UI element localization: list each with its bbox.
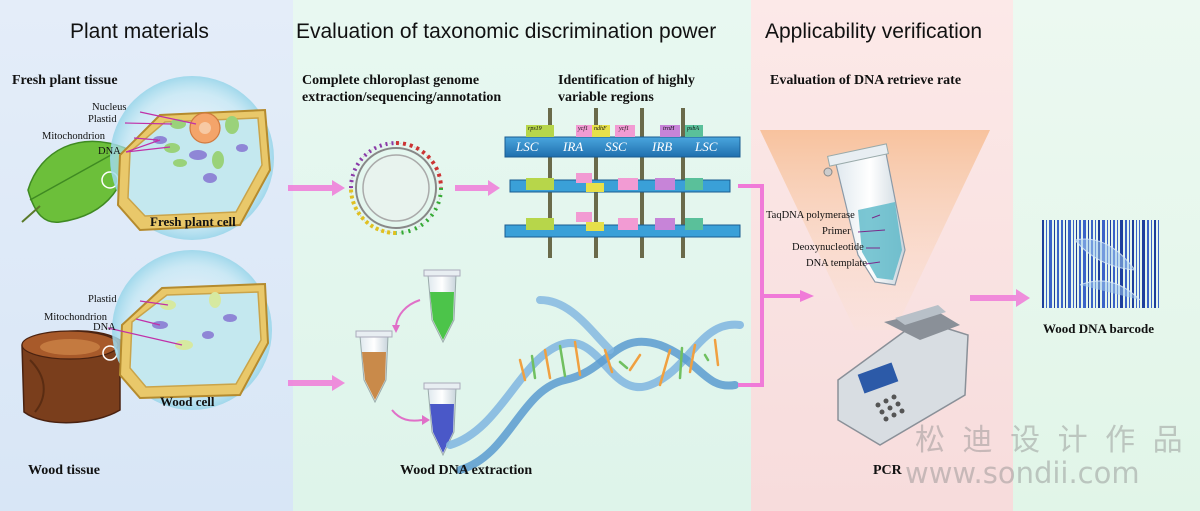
- barcode-stripe: [1046, 220, 1047, 308]
- barcode-stripe: [1061, 220, 1063, 308]
- chloroplast-title-line2: extraction/sequencing/annotation: [302, 90, 502, 105]
- label-mitochondrion: Mitochondrion: [42, 131, 105, 142]
- barcode-plant-overlay: [1074, 238, 1141, 301]
- arrow-to-extraction: [288, 375, 345, 391]
- reagent-dna-template: DNA template: [806, 258, 867, 269]
- barcode-stripe: [1049, 220, 1052, 308]
- section-title-plant-materials: Plant materials: [70, 20, 209, 43]
- leaf-image: [21, 140, 127, 223]
- barcode-stripe: [1065, 220, 1066, 308]
- watermark-url: www.sondii.com: [905, 456, 1140, 490]
- dna-helix-image: [446, 296, 744, 474]
- arrow-to-regions: [455, 180, 500, 196]
- retrieve-title: Evaluation of DNA retrieve rate: [770, 73, 962, 88]
- arrow-to-barcode: [970, 289, 1030, 307]
- wood-image: [21, 330, 121, 424]
- variable-title-line1: Identification of highly: [558, 73, 695, 88]
- fresh-cell-label: Fresh plant cell: [150, 214, 236, 229]
- variable-regions-figure: [504, 108, 741, 258]
- fresh-label-lines: [124, 111, 197, 153]
- label-dna: DNA: [98, 146, 121, 157]
- region-ssc: SSC: [605, 139, 627, 154]
- section-title-applicability: Applicability verification: [765, 20, 983, 43]
- region-lsc-1: LSC: [516, 139, 539, 154]
- barcode-stripe: [1154, 220, 1156, 308]
- barcode-stripe: [1132, 220, 1134, 308]
- tube-green: [423, 269, 461, 344]
- barcode-stripe: [1142, 220, 1145, 308]
- barcode-stripe: [1083, 220, 1086, 308]
- barcode-stripe: [1091, 220, 1093, 308]
- reagent-deoxynucleotide: Deoxynucleotide: [792, 242, 864, 253]
- section-title-evaluation: Evaluation of taxonomic discrimination p…: [296, 20, 717, 43]
- variable-title-line2: variable regions: [558, 90, 654, 105]
- barcode-label: Wood DNA barcode: [1043, 321, 1154, 336]
- wood-cell-label: Wood cell: [160, 394, 215, 409]
- bracket-arrow: [738, 184, 800, 387]
- reagent-primer: Primer: [822, 226, 851, 237]
- gene-ndhf: ndhF: [594, 126, 607, 132]
- pcr-machine-image: [837, 305, 969, 446]
- label-nucleus: Nucleus: [92, 102, 127, 113]
- arrow-to-chloroplast: [288, 180, 345, 196]
- barcode-stripe: [1088, 220, 1089, 308]
- label-wood-plastid: Plastid: [88, 294, 117, 305]
- region-irb: IRB: [652, 139, 673, 154]
- reagent-lines: [857, 214, 886, 265]
- barcode-stripe: [1147, 220, 1149, 308]
- tube-brown: [355, 330, 393, 404]
- reagent-taq: TaqDNA polymerase: [766, 210, 855, 221]
- barcode-stripe: [1042, 220, 1044, 308]
- pcr-tube-image: [823, 143, 906, 286]
- chloroplast-title-line1: Complete chloroplast genome: [302, 73, 480, 88]
- gene-rps19: rps19: [528, 126, 542, 132]
- barcode-stripe: [1102, 220, 1105, 308]
- dna-barcode-image: [1042, 220, 1159, 308]
- barcode-stripe: [1076, 220, 1077, 308]
- gene-ycf1-b: ycf1: [619, 126, 629, 132]
- label-wood-dna: DNA: [93, 322, 116, 333]
- pcr-label: PCR: [873, 463, 902, 478]
- wood-label-lines: [107, 300, 183, 346]
- panel-evaluation: [293, 0, 751, 511]
- label-wood-mitochondrion: Mitochondrion: [44, 312, 107, 323]
- barcode-stripe: [1068, 220, 1071, 308]
- barcode-stripe: [1158, 220, 1159, 308]
- extraction-label: Wood DNA extraction: [400, 463, 533, 478]
- chloroplast-genome-map: [349, 141, 443, 235]
- barcode-stripe: [1098, 220, 1100, 308]
- gene-trnh: trnH: [663, 126, 675, 132]
- fresh-tissue-label: Fresh plant tissue: [12, 73, 118, 88]
- wood-tissue-label: Wood tissue: [28, 463, 100, 478]
- barcode-stripe: [1057, 220, 1059, 308]
- gene-ycf1-a: ycf1: [578, 126, 588, 132]
- barcode-stripe: [1095, 220, 1096, 308]
- barcode-stripe: [1151, 220, 1152, 308]
- barcode-stripe: [1079, 220, 1081, 308]
- barcode-stripe: [1073, 220, 1074, 308]
- tube-blue: [423, 382, 461, 457]
- wood-cell-image: [118, 282, 270, 400]
- barcode-stripe: [1136, 220, 1137, 308]
- panel-plant-materials: [0, 0, 293, 511]
- barcode-stripe: [1054, 220, 1055, 308]
- label-plastid: Plastid: [88, 114, 117, 125]
- watermark-chinese: 松 迪 设 计 作 品: [915, 423, 1187, 458]
- region-lsc-2: LSC: [695, 139, 718, 154]
- gene-psba: psbA: [687, 126, 699, 132]
- barcode-stripe: [1139, 220, 1140, 308]
- arrow-to-pcr: [800, 290, 814, 302]
- region-ira: IRA: [563, 139, 584, 154]
